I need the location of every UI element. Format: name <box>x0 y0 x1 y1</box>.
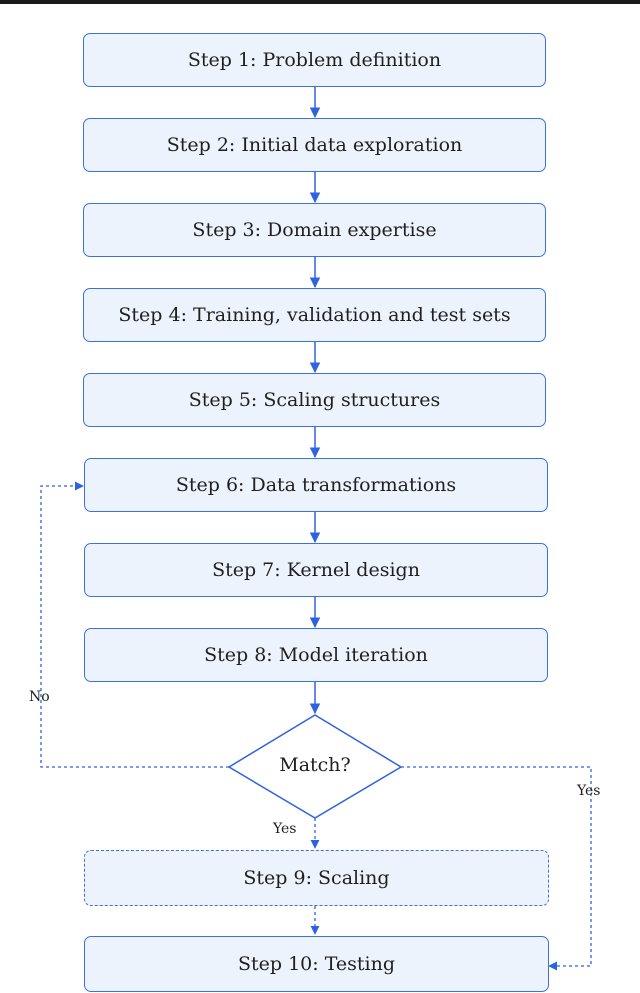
edge-label-yes-right: Yes <box>577 783 601 799</box>
step-10-box: Step 10: Testing <box>84 936 549 992</box>
step-1-box: Step 1: Problem definition <box>83 33 546 87</box>
decision-label: Match? <box>279 754 351 776</box>
arrow-no-loop <box>40 481 229 768</box>
step-4-box: Step 4: Training, validation and test se… <box>83 288 546 342</box>
top-border <box>0 0 640 4</box>
edge-label-no: No <box>29 689 50 705</box>
step-6-box: Step 6: Data transformations <box>84 458 548 512</box>
step-9-box: Step 9: Scaling <box>84 850 549 906</box>
arrow-yes-right <box>401 766 592 971</box>
step-7-box: Step 7: Kernel design <box>84 543 548 597</box>
edge-label-yes-down: Yes <box>273 821 297 837</box>
step-5-box: Step 5: Scaling structures <box>83 373 546 427</box>
step-2-box: Step 2: Initial data exploration <box>83 118 546 172</box>
step-3-box: Step 3: Domain expertise <box>83 203 546 257</box>
step-8-box: Step 8: Model iteration <box>84 628 548 682</box>
decision-diamond <box>227 714 403 819</box>
